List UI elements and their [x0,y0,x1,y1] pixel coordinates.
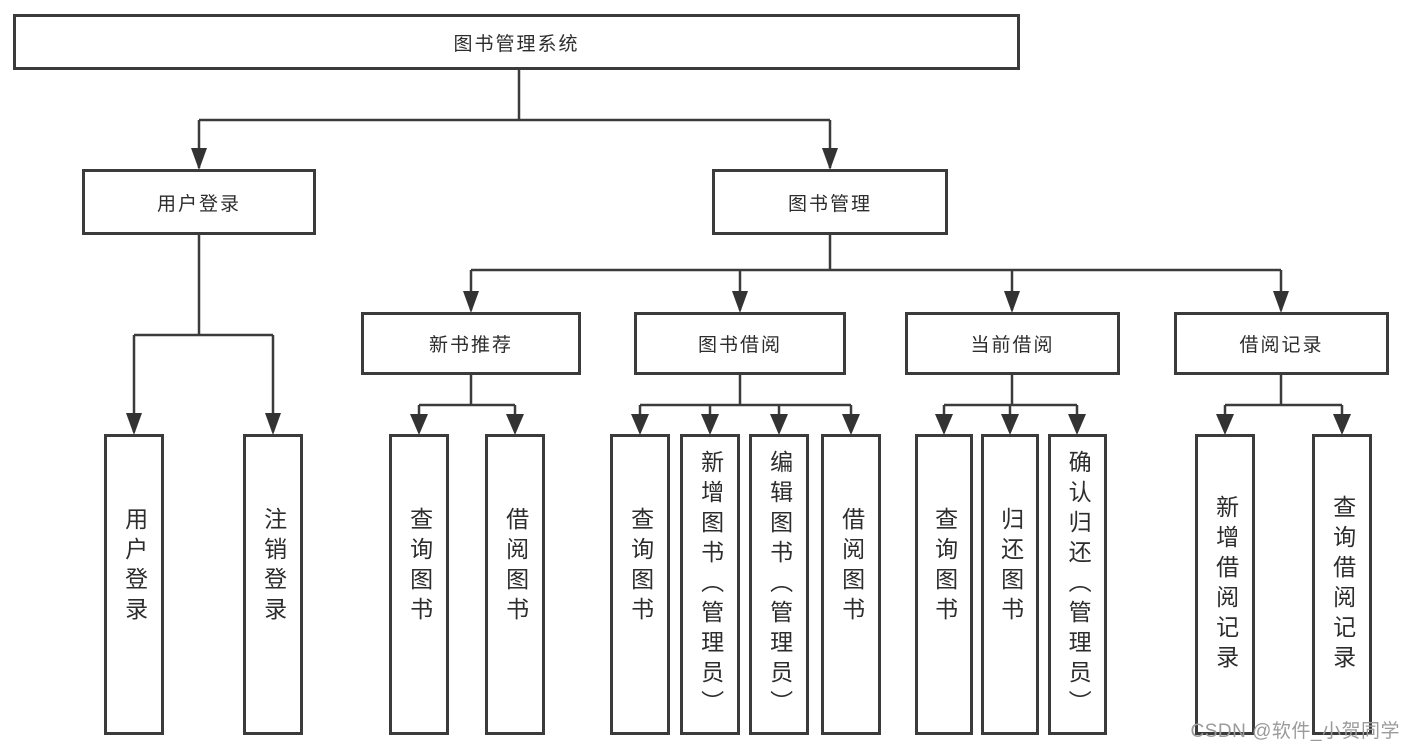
arrowhead [842,414,860,435]
watermark: CSDN @软件_小贺同学 [1190,721,1400,742]
leaf-label: 新增借阅记录 [1212,494,1239,675]
arrowhead [1001,414,1019,435]
arrowhead [1068,414,1086,435]
arrowhead [1216,414,1234,435]
arrowhead [1004,291,1020,313]
node-user-login: 用户登录 [82,169,316,235]
leaf-return-books: 归还图书 [981,434,1039,735]
leaf-borrow-books-recommend: 借阅图书 [485,434,545,735]
leaf-label: 注销登录 [260,506,287,627]
leaf-confirm-return-admin: 确认归还（管理员） [1048,434,1107,735]
connector-user-login-split [132,235,275,432]
arrowhead [265,413,281,435]
leaf-edit-books-admin: 编辑图书（管理员） [749,434,809,735]
leaf-label: 编辑图书（管理员） [766,449,793,720]
arrowhead [191,148,207,170]
leaf-user-login: 用户登录 [104,434,164,735]
node-current-borrowing: 当前借阅 [905,312,1120,375]
arrowhead [732,291,748,313]
node-library-management-system: 图书管理系统 [13,14,1020,70]
leaf-add-books-admin: 新增图书（管理员） [680,434,740,735]
connector-borrow-split [638,375,853,432]
leaf-label: 查询图书 [406,506,433,627]
arrowhead [631,414,649,435]
leaf-label: 确认归还（管理员） [1065,449,1092,720]
leaf-query-borrow-record: 查询借阅记录 [1312,434,1372,735]
arrowhead [701,414,719,435]
leaf-label: 借阅图书 [502,506,529,627]
arrowhead [126,413,142,435]
leaf-label: 新增图书（管理员） [697,449,724,720]
leaf-label: 借阅图书 [838,506,865,627]
arrowhead [463,291,479,313]
leaf-label: 归还图书 [997,506,1024,627]
leaf-label: 用户登录 [121,506,148,627]
leaf-label: 查询图书 [931,506,958,627]
node-book-borrowing: 图书借阅 [634,312,846,375]
arrowhead [935,414,953,435]
arrowhead [1333,414,1351,435]
arrowhead [506,414,524,435]
node-borrowing-records: 借阅记录 [1174,312,1389,375]
node-book-management: 图书管理 [712,169,948,235]
leaf-logout: 注销登录 [243,434,303,735]
leaf-query-books-borrowing: 查询图书 [610,434,670,735]
connector-root-split [197,70,832,168]
arrowhead [822,148,838,170]
node-new-book-recommendation: 新书推荐 [361,312,581,375]
leaf-query-books-current: 查询图书 [915,434,973,735]
connector-record-split [1223,375,1344,432]
arrowhead [410,414,428,435]
connector-book-management-split [469,235,1283,310]
leaf-label: 查询借阅记录 [1329,494,1356,675]
leaf-add-borrow-record: 新增借阅记录 [1195,434,1255,735]
connector-recommend-split [417,375,517,432]
leaf-borrow-books-borrowing: 借阅图书 [821,434,881,735]
leaf-label: 查询图书 [627,506,654,627]
arrowhead [1273,291,1289,313]
leaf-query-books-recommend: 查询图书 [389,434,449,735]
arrowhead [770,414,788,435]
